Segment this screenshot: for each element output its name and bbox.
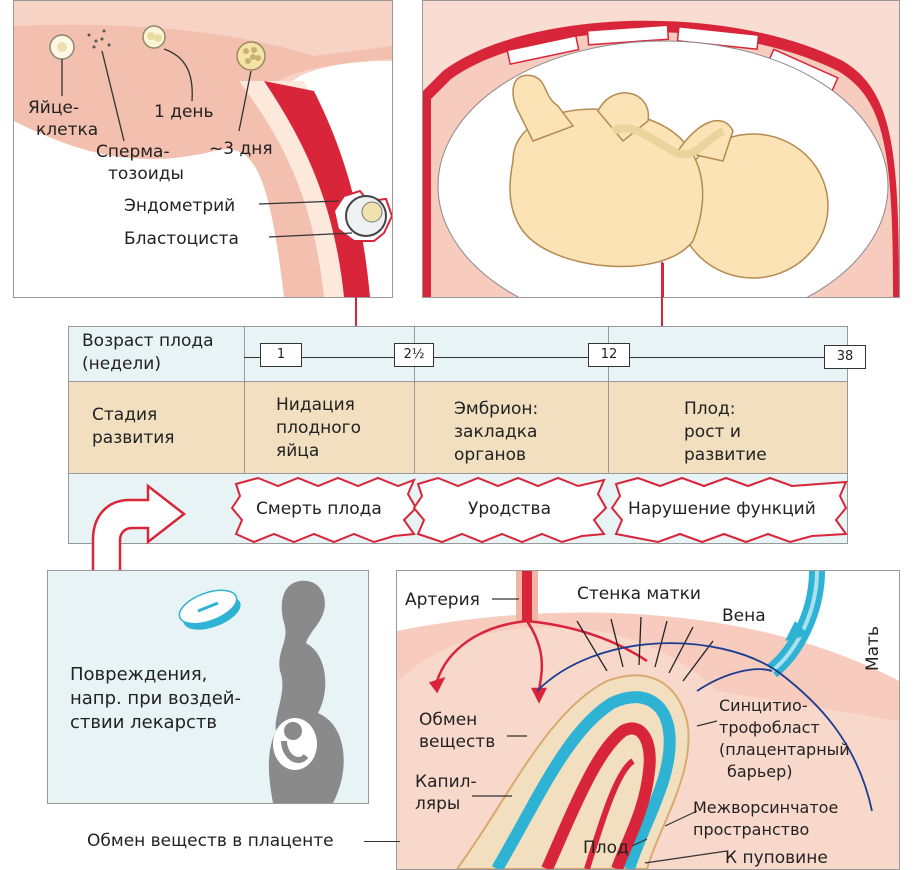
fetus-in-womb	[273, 718, 317, 770]
damage-death: Смерть плода	[256, 499, 382, 519]
fetus-panel	[422, 0, 900, 298]
uterus-tube-illustration	[14, 1, 392, 297]
week-1: 1	[260, 343, 302, 367]
sperm-label: Сперма-тозоиды	[96, 142, 184, 184]
uterine-wall-label: Стенка матки	[577, 584, 701, 604]
damage-dysfunction: Нарушение функций	[628, 499, 816, 519]
to-cord-label: К пуповине	[725, 848, 828, 868]
implantation-panel: Яйце-клетка Сперма-тозоиды 1 день ~3 дня…	[13, 0, 393, 298]
vein-label: Вена	[722, 606, 766, 626]
fetus-figure	[509, 74, 829, 279]
placenta-illustration	[397, 571, 899, 869]
pregnant-silhouette	[178, 580, 344, 803]
endometrium-label: Эндометрий	[124, 196, 236, 216]
stage-row	[68, 382, 848, 474]
week-2-5: 2½	[394, 343, 434, 367]
blastocyst-label: Бластоциста	[124, 229, 239, 249]
footer-caption: Обмен веществ в плаценте	[87, 831, 334, 851]
fetus-label: Плод	[583, 838, 629, 858]
artery-label: Артерия	[405, 590, 480, 610]
age-label: Возраст плода(недели)	[82, 331, 214, 374]
age-row	[68, 326, 848, 382]
day1-label: 1 день	[154, 102, 214, 122]
blastocyst-mark	[332, 189, 392, 242]
egg-cell-label: Яйце-клетка	[28, 98, 99, 140]
drug-damage-panel: Повреждения,напр. при воздей-ствии лекар…	[47, 570, 369, 804]
damage-caption: Повреждения,напр. при воздей-ствии лекар…	[70, 664, 241, 733]
pill-icon	[178, 589, 241, 630]
day3-label: ~3 дня	[209, 139, 273, 159]
week-38: 38	[824, 345, 866, 369]
fetus-illustration	[423, 20, 899, 297]
week-12: 12	[588, 343, 630, 367]
capillaries-label: Капил-ляры	[415, 772, 477, 814]
footer-leader	[364, 841, 400, 842]
mother-label: Мать	[863, 625, 883, 671]
damage-bursts	[230, 476, 848, 544]
damage-malformation: Уродства	[468, 499, 551, 519]
